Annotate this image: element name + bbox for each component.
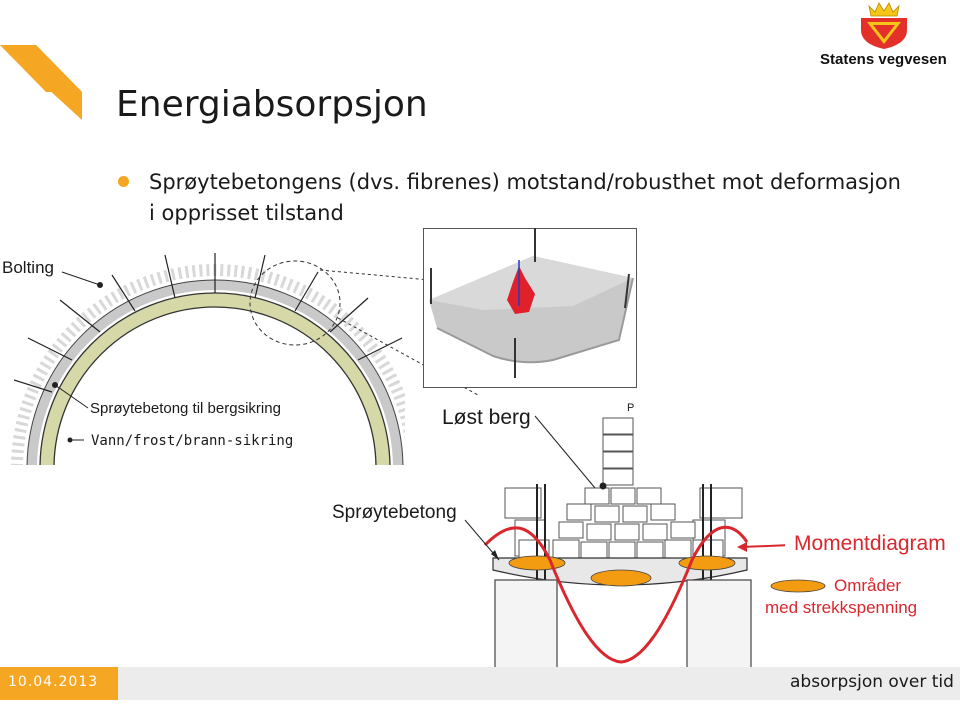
tunnel-cross-section-figure [11,253,405,465]
slide-title: Energiabsorpsjon [116,84,428,125]
decorative-orange-arrow [0,45,82,120]
footer-bar [0,667,960,700]
footer-date-box [0,667,118,700]
label-tension-areas-line2: med strekkspenning [765,598,918,617]
label-tension-areas-line1: Områder [834,576,902,595]
block-arch-test-figure [464,415,785,700]
label-shotcrete: Sprøytebetong [332,502,457,524]
tension-area-legend-swatch [770,579,826,593]
org-logo-text: Statens vegvesen [820,51,947,68]
label-loose-rock: Løst berg [442,406,531,429]
footer-date: 10.04.2013 [8,674,99,690]
bullet-text: Sprøytebetongens (dvs. fibrenes) motstan… [149,170,901,225]
footer-right-text: absorpsjon over tid [790,672,954,692]
label-water-frost-fire: Vann/frost/brann-sikring [91,433,294,449]
crowned-shield-crest-icon [861,2,907,49]
panel-deformation-3d-figure [423,228,637,388]
bullet-dot-icon [118,176,129,187]
label-moment-diagram: Momentdiagram [794,532,946,555]
label-shotcrete-rock-support: Sprøytebetong til bergsikring [90,400,281,417]
label-bolting: Bolting [2,258,54,278]
label-load-p: P [627,402,635,414]
